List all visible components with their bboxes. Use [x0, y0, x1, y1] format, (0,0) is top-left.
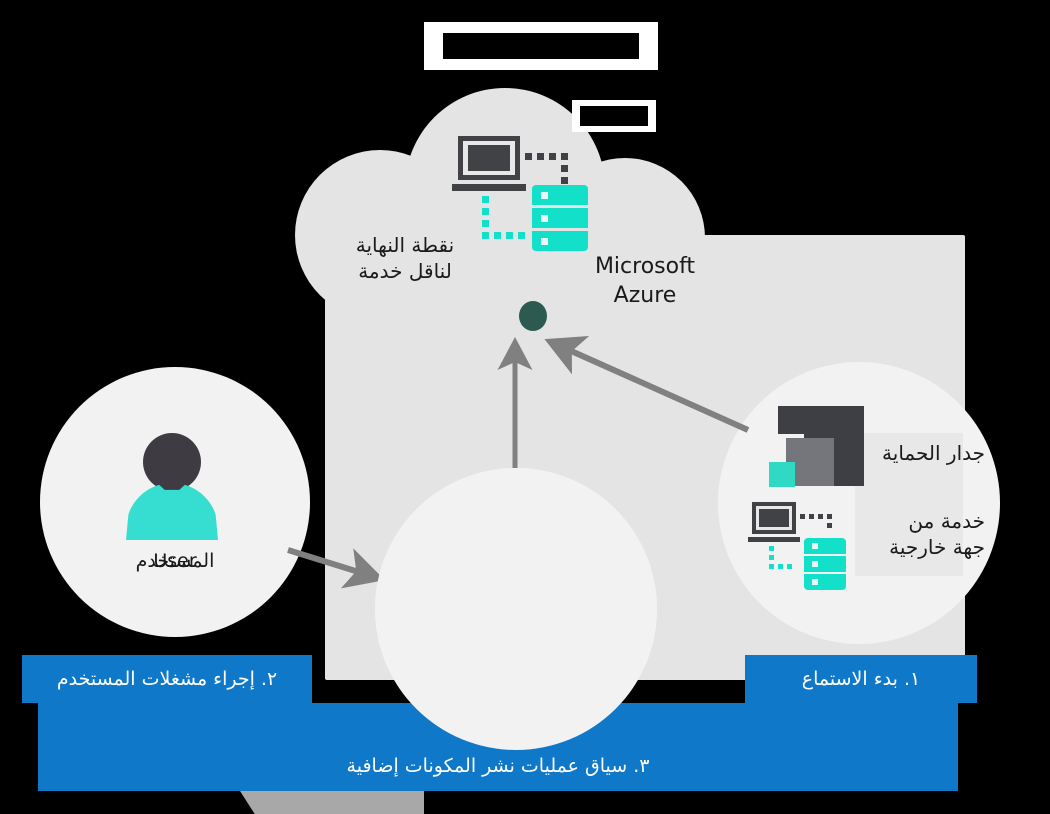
redacted-title-box: [424, 22, 658, 70]
banner-step-1-text: ١. بدء الاستماع: [801, 668, 921, 690]
service-bus-endpoint-label: نقطة النهاية لناقل خدمة: [355, 233, 455, 284]
redacted-cloud-label-box: [572, 100, 656, 132]
banner-step-2: ٢. إجراء مشغلات المستخدم: [22, 655, 312, 703]
user-label-overlay: User: [153, 550, 197, 572]
firewall-icon: [766, 406, 866, 490]
right-circle-label-plate: [855, 433, 963, 576]
third-party-service-label: خدمة من جهة خارجية: [889, 509, 985, 560]
user-label: المستخدم: [135, 550, 215, 572]
banner-step-2-text: ٢. إجراء مشغلات المستخدم: [56, 668, 278, 690]
microsoft-azure-label: Microsoft Azure: [594, 254, 696, 309]
redaction-bar: [580, 106, 648, 126]
cloud-hybrid-connection-icon: [452, 133, 597, 251]
firewall-label: جدار الحماية: [882, 441, 985, 465]
banner-shadow-tab: [240, 791, 424, 814]
redaction-bar: [443, 33, 639, 59]
user-avatar-icon: [143, 433, 201, 491]
center-circle-overlap: [375, 468, 657, 750]
banner-step-1: ١. بدء الاستماع: [745, 655, 977, 703]
service-bus-endpoint-dot[interactable]: [519, 301, 547, 331]
banner-step-3-text: ٣. سياق عمليات نشر المكونات إضافية: [346, 755, 650, 777]
third-party-service-icon: [748, 500, 868, 590]
